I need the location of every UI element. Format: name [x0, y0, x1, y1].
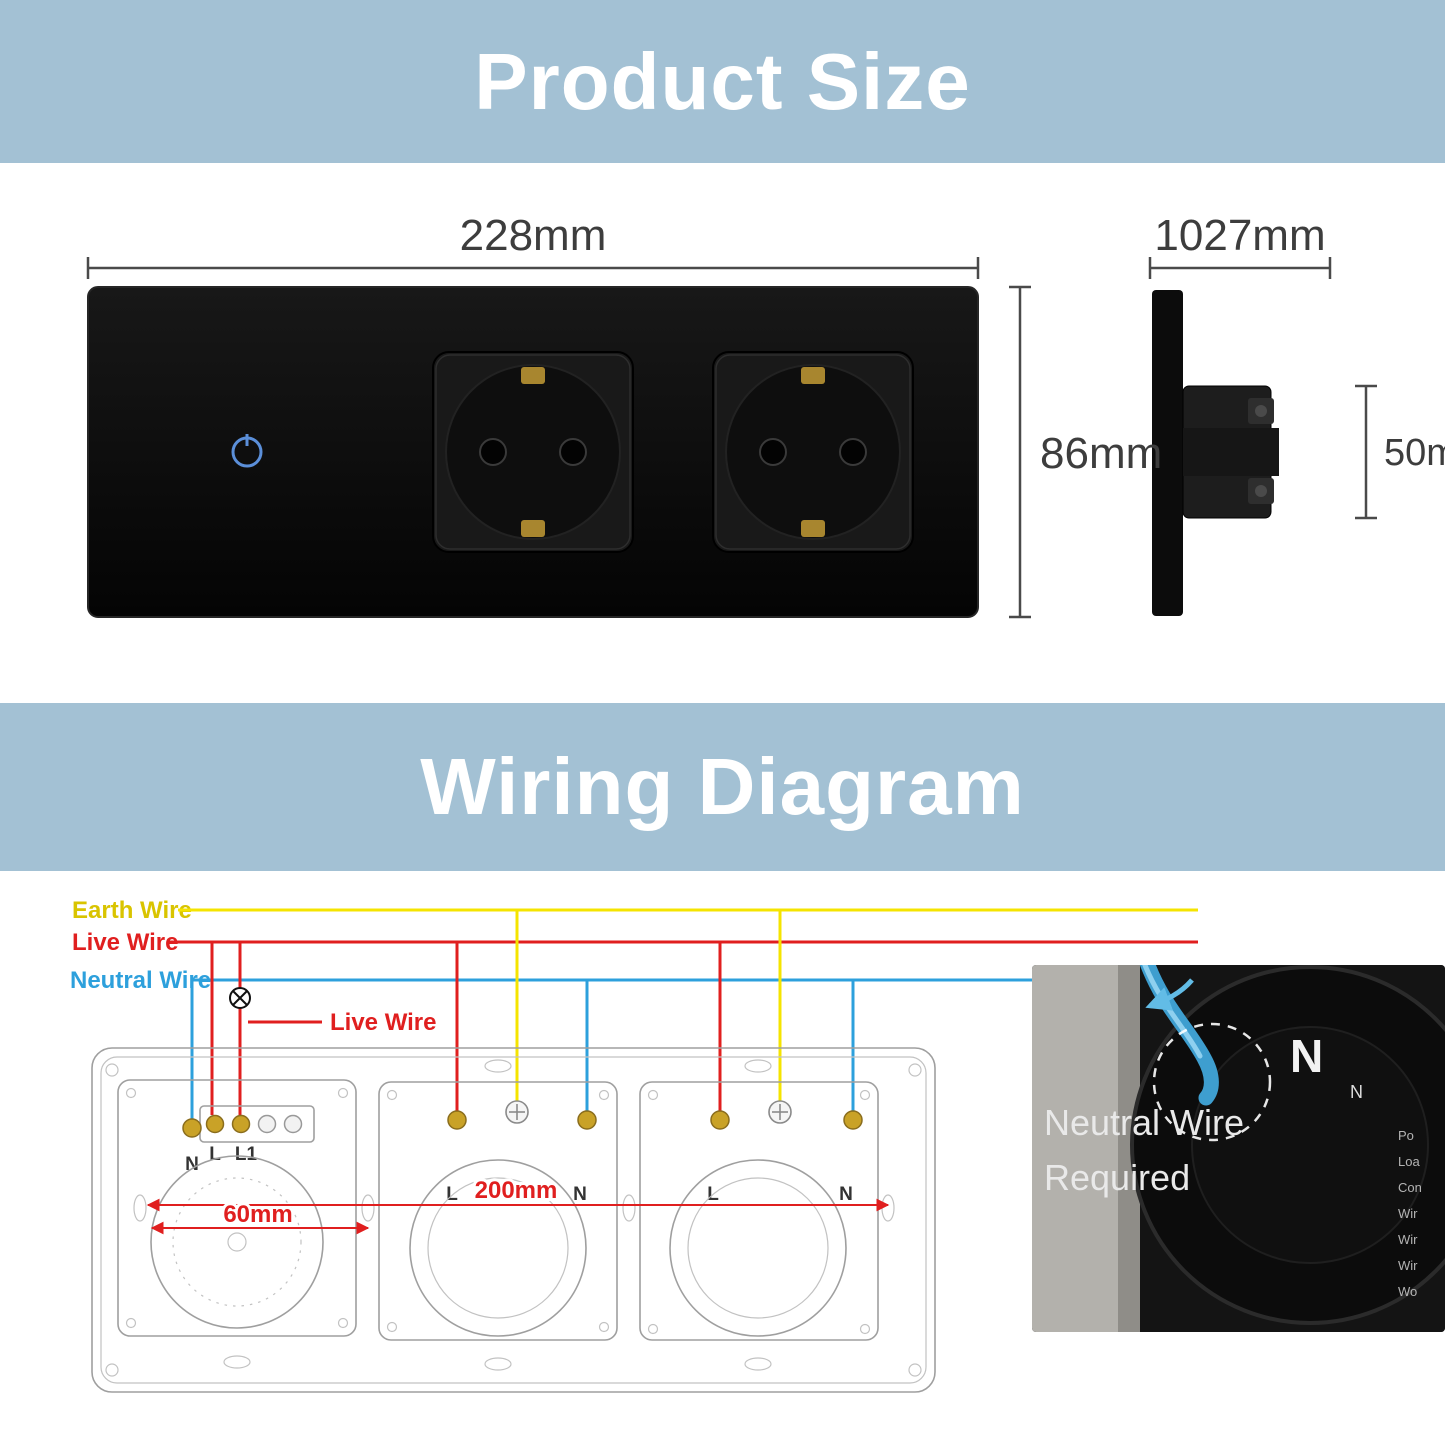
caption-line-2: Required [1044, 1157, 1190, 1198]
earth-terminal-icon [505, 1100, 529, 1124]
panel-front-view [87, 286, 979, 618]
spec-line: Con [1398, 1180, 1422, 1195]
lamp-symbol-icon [229, 987, 251, 1009]
panel-side-view [1152, 290, 1279, 616]
dimension-depth: 50mm [1355, 384, 1445, 520]
live-wire-callout: Live Wire [248, 1009, 437, 1036]
socket2-module-back: L N [639, 1081, 879, 1341]
terminal-l-label: L [209, 1144, 221, 1165]
earth-clip-icon [801, 367, 825, 384]
wire-drops [190, 910, 855, 1119]
caption-line-1: Neutral Wire [1044, 1102, 1244, 1143]
dim-depth-label: 50mm [1384, 432, 1445, 474]
spec-line: Wir [1398, 1206, 1418, 1221]
product-size-banner: Product Size [0, 0, 1445, 163]
spec-line: Wir [1398, 1232, 1418, 1247]
earth-terminal-icon [768, 1100, 792, 1124]
earth-clip-icon [801, 520, 825, 537]
dimension-width: 228mm [86, 211, 980, 279]
dim-side-width-label: 1027mm [1154, 211, 1325, 260]
socket2-n-label: N [839, 1184, 853, 1205]
spec-line: Loa [1398, 1154, 1420, 1169]
neutral-arrow-into-photo [1145, 978, 1194, 1011]
wiring-diagram-banner: Wiring Diagram [0, 703, 1445, 871]
dimension-side-width: 1027mm [1148, 211, 1332, 279]
back-dimensions: 200mm 60mm [146, 1174, 890, 1235]
dim-width-label: 228mm [460, 211, 607, 260]
spec-text: Po Loa Con Wir Wir Wir Wo [1398, 1128, 1425, 1299]
live-wire-inner-label: Live Wire [330, 1009, 437, 1036]
neutral-wire-label: Neutral Wire [70, 967, 211, 994]
dim-height-label: 86mm [1040, 429, 1162, 478]
terminal-n-label: N [185, 1154, 199, 1175]
dim-60-label: 60mm [223, 1201, 292, 1228]
highlight-dashed-circle [1152, 1022, 1272, 1142]
socket1-n-label: N [573, 1184, 587, 1205]
wire-buses: Earth Wire Live Wire Neutral Wire [70, 897, 1198, 994]
socket1-module-back: L N [378, 1081, 618, 1341]
socket-1-front [432, 351, 634, 553]
spec-line: Wo [1398, 1284, 1417, 1299]
terminal-l1-label: L1 [235, 1144, 258, 1165]
dim-200-label: 200mm [475, 1177, 558, 1204]
spec-line: Wir [1398, 1258, 1418, 1273]
n-marking-small: N [1350, 1082, 1363, 1102]
earth-wire-label: Earth Wire [72, 897, 192, 924]
spec-line: Po [1398, 1128, 1414, 1143]
panel-back-drawing: L L1 N L [91, 1047, 936, 1393]
product-size-title: Product Size [474, 36, 971, 126]
socket-2-front [712, 351, 914, 553]
wiring-diagram-title: Wiring Diagram [420, 742, 1025, 831]
n-marking-large: N [1290, 1030, 1323, 1082]
live-wire-label: Live Wire [72, 929, 179, 956]
neutral-wire-photo: N N Neutral Wire Required Po Loa Con Wir… [1032, 965, 1445, 1332]
dimension-height: 86mm [1009, 285, 1162, 619]
switch-module-back: L L1 N [117, 1079, 357, 1337]
touch-button-icon [231, 434, 263, 468]
earth-clip-icon [521, 367, 545, 384]
earth-clip-icon [521, 520, 545, 537]
